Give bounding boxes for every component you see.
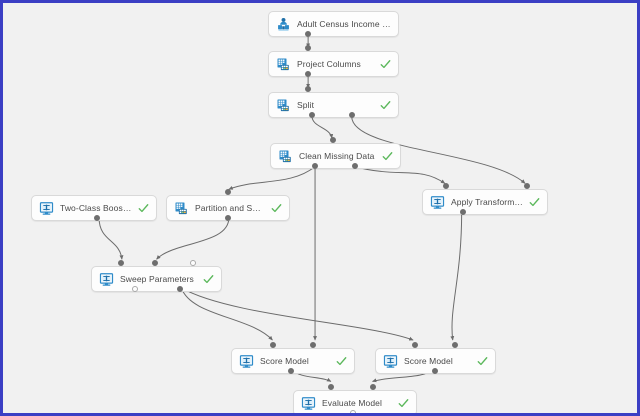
module-label: Project Columns [297,59,361,69]
data-grid-icon [277,58,289,70]
port-split-output-left[interactable] [309,112,315,118]
port-sweep-parameters-output-left[interactable] [132,286,138,292]
module-node-project-columns[interactable]: Project Columns [268,51,399,77]
edge-partition-to-sweep[interactable] [156,217,230,260]
edge-sweep-to-score-left[interactable] [180,287,273,341]
port-partition-and-sample-output[interactable] [225,215,231,221]
edge-sweep-to-score-right[interactable] [181,287,414,341]
module-node-dataset[interactable]: Adult Census Income Binary C... [268,11,399,37]
port-clean-missing-data-output-right[interactable] [352,163,358,169]
module-label: Clean Missing Data [299,151,375,161]
status-check-icon [380,59,391,68]
edge-split-to-clean-missing-data[interactable] [311,116,334,139]
port-dataset-output[interactable] [305,31,311,37]
data-grid-icon [175,202,187,214]
port-clean-missing-data-input[interactable] [330,137,336,143]
edge-two-class-to-sweep[interactable] [98,217,124,260]
port-split-input[interactable] [305,86,311,92]
module-label: Evaluate Model [322,398,382,408]
port-project-columns-input[interactable] [305,45,311,51]
port-apply-transformation-output[interactable] [460,209,466,215]
module-node-sweep-parameters[interactable]: Sweep Parameters [91,266,222,292]
module-label: Score Model [404,356,453,366]
ml-monitor-icon [39,201,54,215]
edge-clean-missing-data-to-apply-transformation[interactable] [354,166,446,184]
module-node-partition-and-sample[interactable]: Partition and Sample [166,195,290,221]
module-node-evaluate-model[interactable]: Evaluate Model [293,390,417,413]
module-label: Sweep Parameters [120,274,194,284]
port-clean-missing-data-output-left[interactable] [312,163,318,169]
module-label: Partition and Sample [195,203,265,213]
port-evaluate-model-input-left[interactable] [328,384,334,390]
port-score-model-left-input-left[interactable] [270,342,276,348]
status-check-icon [398,398,409,407]
status-check-icon [382,151,393,160]
port-score-model-right-input-left[interactable] [412,342,418,348]
port-score-model-left-output[interactable] [288,368,294,374]
status-check-icon [477,356,488,365]
status-check-icon [336,356,347,365]
module-node-apply-transformation[interactable]: Apply Transformation [422,189,548,215]
data-grid-icon [277,99,289,111]
port-partition-and-sample-input[interactable] [225,189,231,195]
port-two-class-boosted-decision-tree-output[interactable] [94,215,100,221]
status-check-icon [203,274,214,283]
port-evaluate-model-input-right[interactable] [370,384,376,390]
port-evaluate-model-output[interactable] [350,410,356,413]
ml-monitor-icon [239,354,254,368]
port-score-model-left-input-right[interactable] [310,342,316,348]
port-apply-transformation-input-left[interactable] [443,183,449,189]
port-sweep-parameters-input-mid[interactable] [152,260,158,266]
status-check-icon [529,197,540,206]
status-check-icon [380,100,391,109]
port-score-model-right-input-right[interactable] [452,342,458,348]
data-grid-icon [279,150,291,162]
ml-monitor-icon [99,272,114,286]
module-label: Two-Class Boosted Decision T... [60,203,132,213]
module-label: Split [297,100,315,110]
port-apply-transformation-input-right[interactable] [524,183,530,189]
port-project-columns-output[interactable] [305,71,311,77]
status-check-icon [138,203,149,212]
dataset-people-icon [278,17,289,31]
ml-monitor-icon [301,396,316,410]
edge-clean-missing-data-to-two-class[interactable] [228,166,316,190]
port-sweep-parameters-input-left[interactable] [118,260,124,266]
module-label: Score Model [260,356,309,366]
port-sweep-parameters-output-right[interactable] [177,286,183,292]
port-score-model-right-output[interactable] [432,368,438,374]
module-node-split[interactable]: Split [268,92,399,118]
ml-monitor-icon [430,195,445,209]
edge-apply-transformation-to-score-right[interactable] [450,211,463,341]
module-node-clean-missing-data[interactable]: Clean Missing Data [270,143,401,169]
module-label: Apply Transformation [451,197,523,207]
port-sweep-parameters-input-right[interactable] [190,260,196,266]
ml-monitor-icon [383,354,398,368]
status-check-icon [271,203,282,212]
module-label: Adult Census Income Binary C... [297,19,391,29]
port-split-output-right[interactable] [349,112,355,118]
